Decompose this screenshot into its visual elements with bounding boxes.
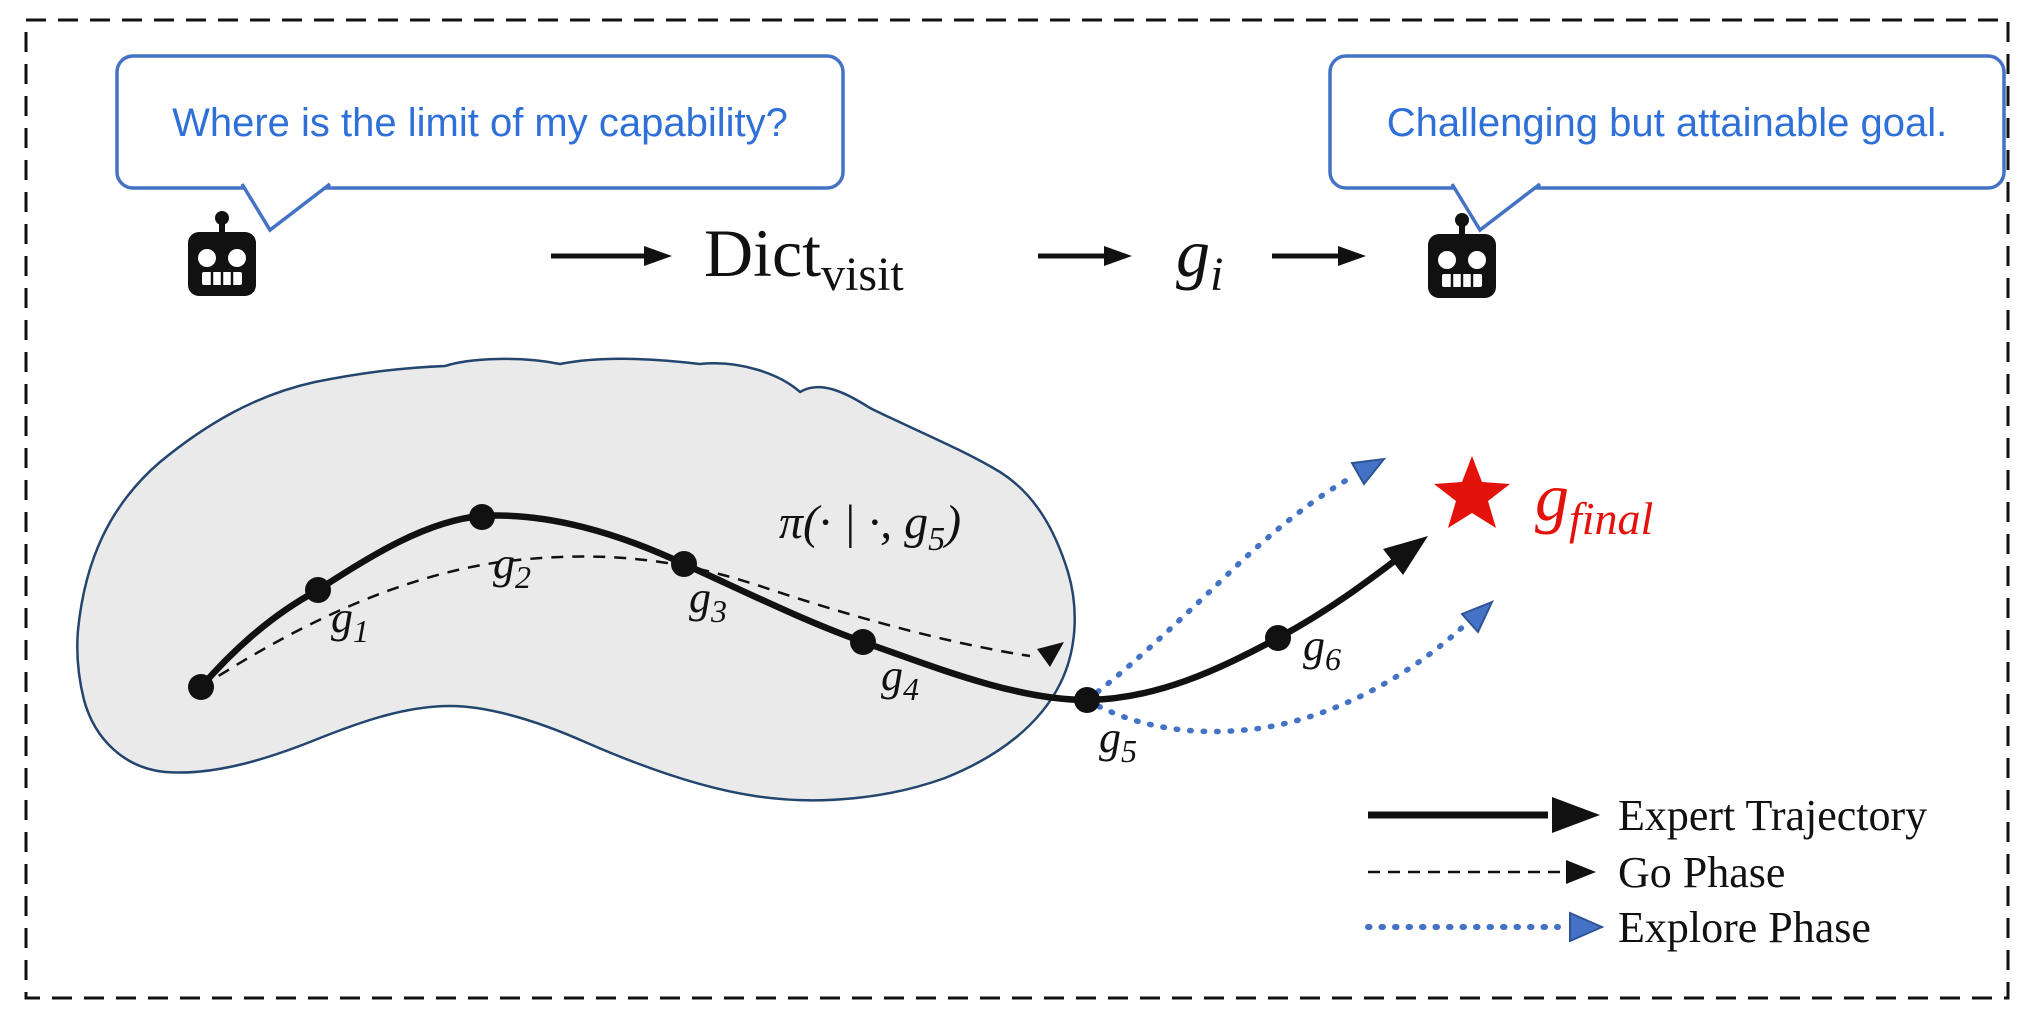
flow-arrow-2 (1038, 246, 1132, 266)
robot-antenna-icon (1455, 213, 1469, 227)
legend: Expert Trajectory Go Phase Explore Phase (1365, 791, 1927, 952)
speech-bubble-right-text: Challenging but attainable goal. (1387, 101, 1947, 145)
legend-explore-label: Explore Phase (1618, 903, 1871, 952)
waypoint-dot-g3 (671, 551, 697, 577)
waypoint-label-g5: g5 (1099, 713, 1137, 769)
waypoint-dots (188, 504, 1291, 713)
flow-arrow-1-head (644, 246, 672, 266)
explore-arrowhead-upper (1350, 457, 1387, 486)
robot-antenna-icon (215, 211, 229, 225)
legend-row-go: Go Phase (1368, 848, 1785, 897)
waypoint-dot-g6 (1265, 625, 1291, 651)
final-goal-star (1434, 456, 1510, 528)
flow-arrow-3-head (1338, 246, 1366, 266)
dict-visit-label: Dictvisit (704, 215, 904, 301)
robot-antenna-stem (1459, 224, 1465, 236)
legend-row-explore: Explore Phase (1365, 903, 1871, 952)
visited-region-blob (76, 357, 1076, 802)
flow-arrow-2-head (1104, 246, 1132, 266)
robot-eye-left (1438, 251, 1456, 269)
robot-antenna-stem (219, 222, 225, 234)
legend-go-label: Go Phase (1618, 848, 1785, 897)
dict-sub: visit (821, 248, 904, 301)
speech-bubble-right: Challenging but attainable goal. (1328, 54, 2006, 233)
go-phase-path (200, 555, 1031, 689)
robot-eye-left (198, 249, 216, 267)
waypoint-dot-g5 (1074, 687, 1100, 713)
policy-label: π(· | ·, g5) (779, 496, 961, 558)
speech-bubble-left-tail (240, 182, 332, 233)
waypoint-dot-start (188, 674, 214, 700)
gi-base: g (1176, 215, 1210, 291)
waypoint-label-g6: g6 (1303, 621, 1341, 677)
speech-bubble-right-tail (1450, 182, 1542, 233)
robot-eye-right (228, 249, 246, 267)
waypoint-dot-g4 (850, 629, 876, 655)
go-phase-arrowhead (1037, 642, 1064, 667)
robot-icon-right (1428, 213, 1496, 298)
waypoint-label-g4: g4 (881, 651, 919, 707)
speech-bubble-left-text: Where is the limit of my capability? (172, 101, 788, 145)
robot-head (188, 232, 256, 296)
expert-trajectory-path (197, 512, 1409, 704)
waypoint-label-g3: g3 (689, 573, 727, 629)
dict-base: Dict (704, 215, 821, 291)
legend-explore-arrowhead (1569, 911, 1605, 943)
speech-bubble-right-box (1328, 54, 2006, 190)
waypoint-label-g2: g2 (493, 539, 531, 595)
legend-expert-arrowhead (1552, 797, 1600, 833)
flow-arrow-1 (551, 246, 672, 266)
final-goal-label: gfinal (1535, 459, 1653, 544)
robot-head (1428, 234, 1496, 298)
explore-phase-path-lower (1084, 619, 1471, 735)
goal-gi-label: gi (1176, 215, 1223, 301)
robot-icon-left (188, 211, 256, 296)
expert-trajectory-arrowhead (1383, 536, 1428, 575)
explore-arrowhead-lower (1460, 600, 1494, 634)
legend-row-expert: Expert Trajectory (1368, 791, 1927, 840)
waypoint-label-g1: g1 (331, 593, 369, 649)
waypoint-dot-g1 (305, 577, 331, 603)
explore-phase-path-upper (1084, 474, 1355, 703)
legend-go-arrowhead (1566, 860, 1596, 884)
robot-teeth (210, 272, 234, 285)
gi-sub: i (1210, 248, 1223, 301)
speech-bubble-left: Where is the limit of my capability? (115, 54, 845, 233)
flow-arrow-3 (1272, 246, 1366, 266)
robot-teeth (1450, 274, 1474, 287)
legend-expert-label: Expert Trajectory (1618, 791, 1927, 840)
speech-bubble-left-box (115, 54, 845, 190)
robot-eye-right (1468, 251, 1486, 269)
waypoint-dot-g2 (469, 504, 495, 530)
outer-dashed-frame (24, 18, 2010, 1000)
